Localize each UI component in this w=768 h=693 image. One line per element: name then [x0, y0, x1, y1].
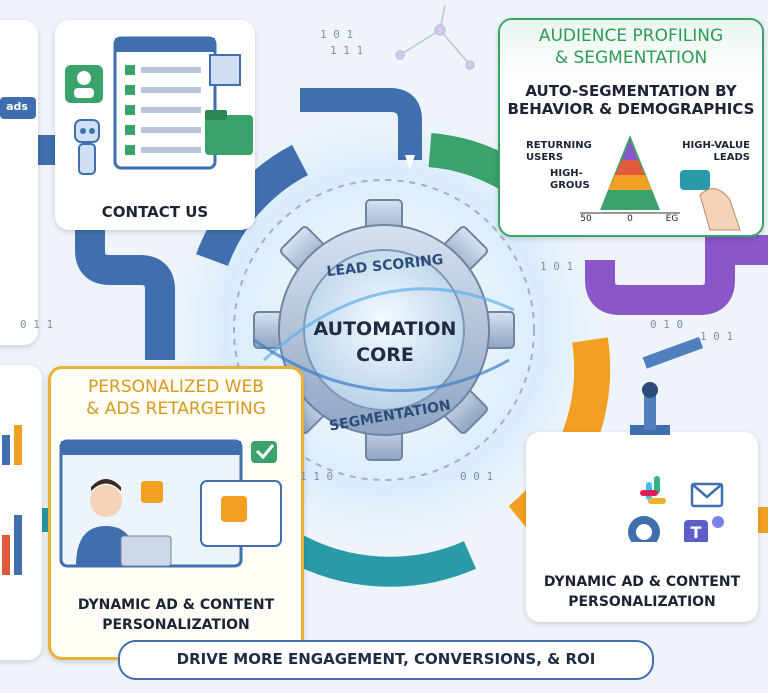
roi-banner: DRIVE MORE ENGAGEMENT, CONVERSIONS, & RO…: [118, 640, 654, 680]
binary-5: 1 0 1: [540, 260, 574, 273]
binary-7: 1 1 0: [300, 470, 334, 483]
teams-icon: T: [684, 516, 724, 542]
left-partial-card-lower: [0, 365, 42, 660]
robot-arm-icon: [630, 336, 704, 435]
audience-subtitle-1: AUTO-SEGMENTATION BY: [525, 82, 737, 100]
label-high-value-1: HIGH-VALUE: [682, 140, 750, 151]
integrations-card: T DYNAMIC AD & CONTENT PERSONALIZATION: [526, 432, 758, 622]
mail-icon: [690, 482, 724, 508]
roi-banner-text: DRIVE MORE ENGAGEMENT, CONVERSIONS, & RO…: [176, 650, 596, 668]
axis-tick-2: 0: [627, 214, 633, 224]
slack-icon: [640, 476, 666, 504]
binary-4: 0 1 0: [650, 318, 684, 331]
arrow-blue-top: [405, 155, 415, 170]
integrations-icons: T: [628, 476, 724, 542]
phone-settings-icon: [628, 516, 660, 542]
network-nodes: [395, 4, 475, 70]
integrations-caption-1: DYNAMIC AD & CONTENT: [543, 574, 741, 590]
audience-header: [500, 20, 762, 78]
contact-us-card: CONTACT US: [55, 20, 255, 230]
label-high-grous-2: GROUS: [550, 180, 590, 191]
axis-tick-1: 50: [580, 214, 592, 224]
audience-subtitle-2: BEHAVIOR & DEMOGRAPHICS: [507, 100, 755, 118]
gear-icon: [253, 199, 515, 461]
integrations-caption-2: PERSONALIZATION: [568, 594, 716, 610]
retargeting-illustration: [59, 439, 282, 568]
personalized-caption-1: DYNAMIC AD & CONTENT: [77, 597, 275, 613]
leads-chip: ads: [0, 97, 36, 119]
personalized-caption-2: PERSONALIZATION: [102, 617, 250, 633]
personalized-title-2: & ADS RETARGETING: [86, 399, 266, 419]
axis-tick-3: EG: [665, 214, 679, 224]
pipe-blue-top: [300, 88, 422, 160]
svg-text:T: T: [691, 523, 702, 542]
personalized-retargeting-card: PERSONALIZED WEB & ADS RETARGETING DYNAM…: [48, 366, 304, 660]
label-high-grous-1: HIGH-: [550, 168, 583, 179]
contact-us-label: CONTACT US: [101, 203, 209, 221]
binary-6: 0 0 1: [460, 470, 494, 483]
ring-segment-teal: [282, 531, 477, 587]
core-title-1: AUTOMATION: [313, 318, 457, 340]
binary-8: 1 0 1: [700, 330, 734, 343]
audience-title-2: & SEGMENTATION: [554, 48, 708, 68]
pipe-purple-right: [585, 235, 768, 315]
segmentation-pyramid-chart: [580, 135, 741, 231]
label-high-value-2: LEADS: [713, 152, 750, 163]
core-title-2: CORE: [356, 344, 414, 366]
leads-chip-label: ads: [6, 100, 28, 113]
audience-title-1: AUDIENCE PROFILING: [538, 26, 724, 46]
binary-3: 0 1 1: [20, 318, 54, 331]
left-partial-card: ads: [0, 20, 38, 345]
label-returning-1: RETURNING: [526, 140, 592, 151]
personalized-title-1: PERSONALIZED WEB: [88, 377, 264, 397]
binary-2: 1 1 1: [330, 44, 364, 57]
bar-chart-icon: [2, 425, 22, 575]
audience-profiling-card: AUDIENCE PROFILING & SEGMENTATION AUTO-S…: [498, 18, 764, 237]
label-returning-2: USERS: [526, 152, 564, 163]
inner-dashed-ring: [233, 179, 535, 481]
binary-1: 1 0 1: [320, 28, 354, 41]
contact-form-illustration: [65, 36, 253, 175]
